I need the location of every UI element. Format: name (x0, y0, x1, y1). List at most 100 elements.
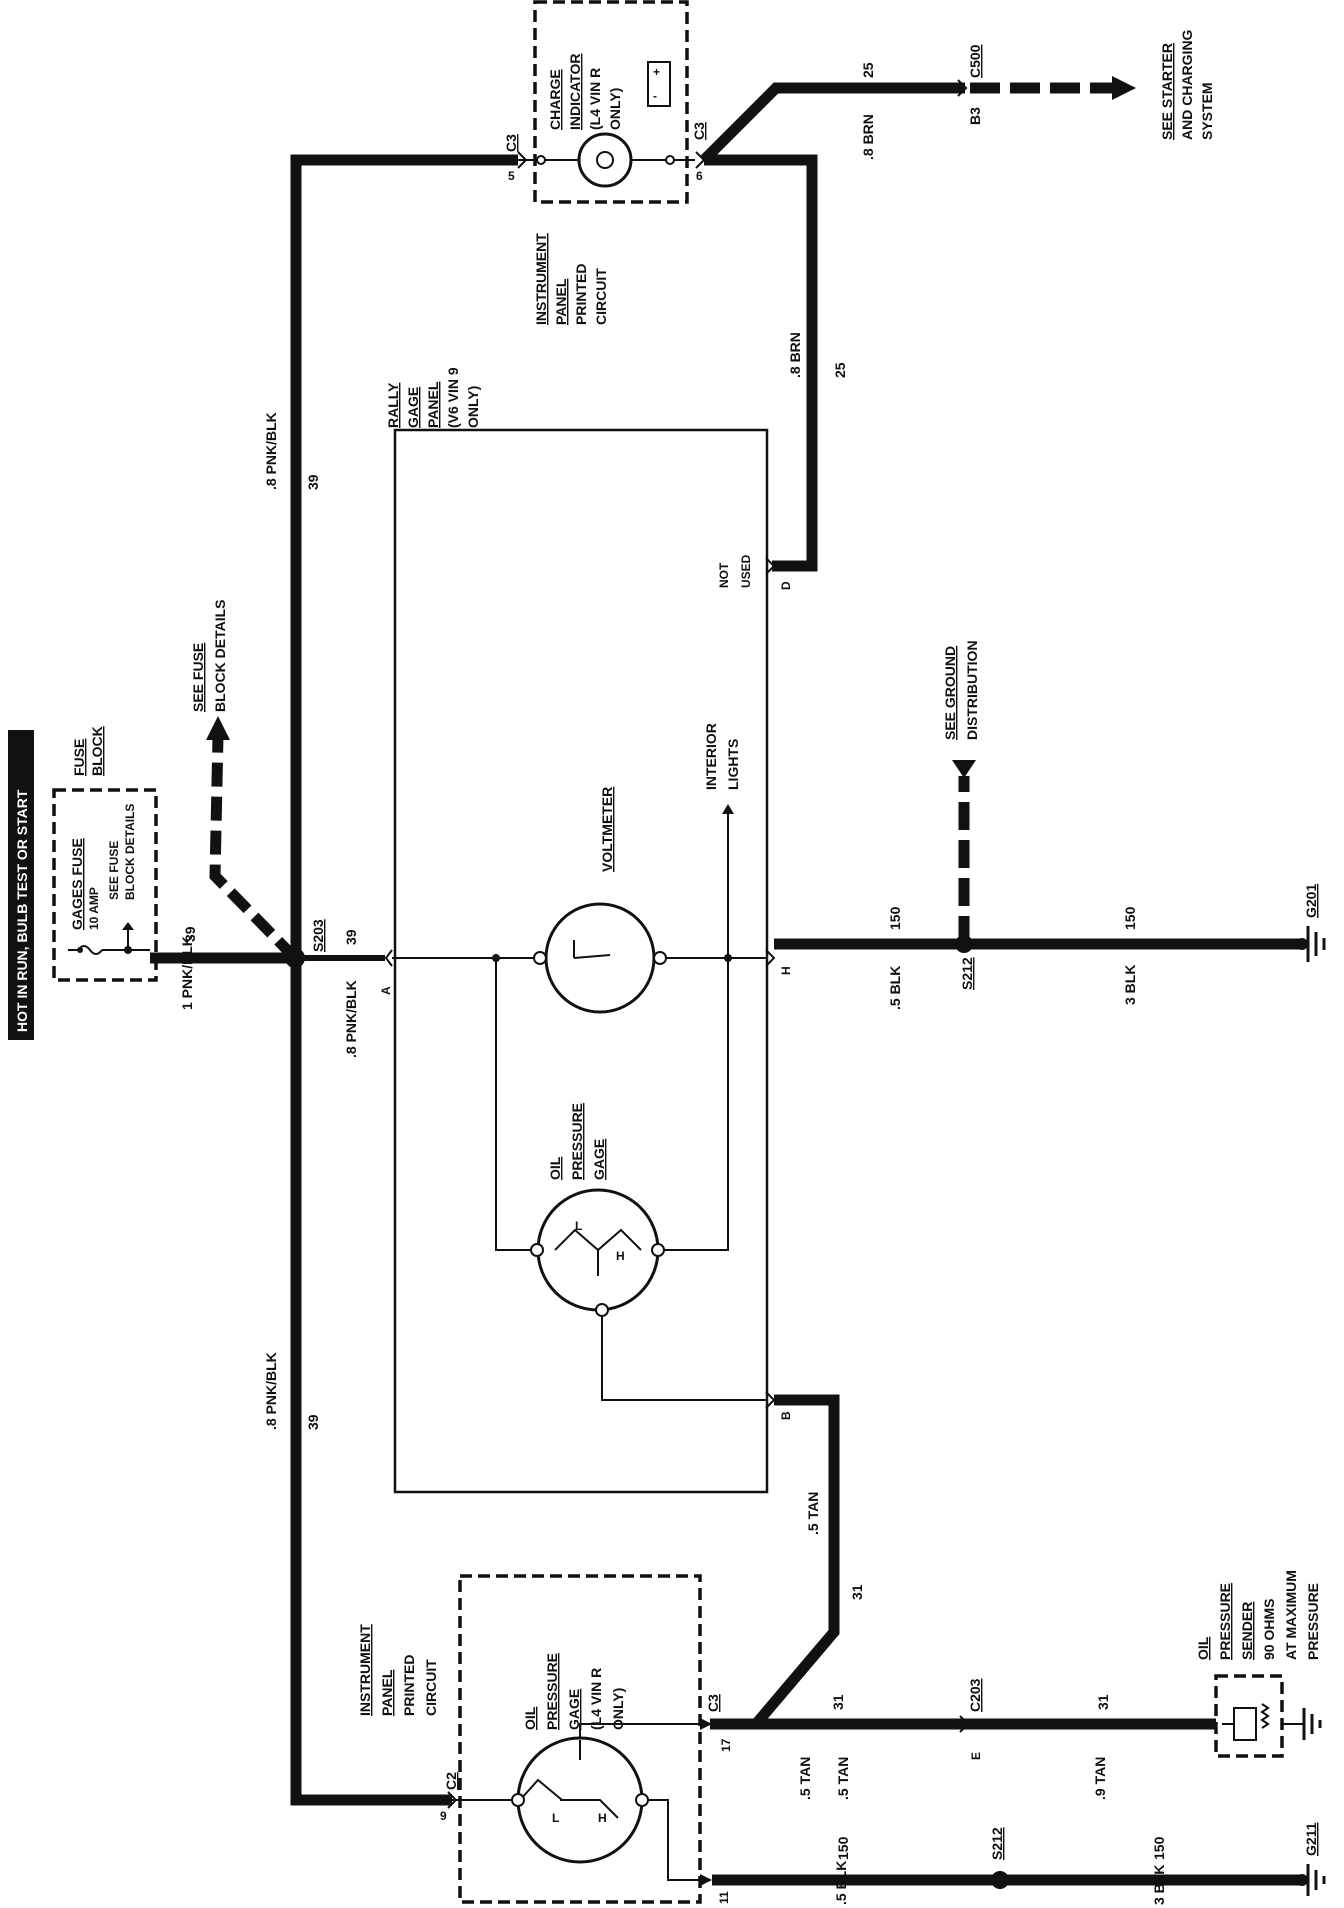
oil-gage-rally-mark-h-text: H (616, 1249, 625, 1263)
ground-g201-name-text: G201 (1303, 884, 1319, 918)
rally-panel-label: RALLY GAGE PANEL (V6 VIN 9 ONLY) (385, 367, 481, 428)
oil-gage-rally-mark-l-text: L (575, 1219, 582, 1233)
fuse-block-ref-line1-text: SEE FUSE (190, 643, 206, 712)
fuse-block-ref-arrow (206, 716, 230, 740)
fuse-block-title-line2-text: BLOCK (89, 726, 105, 776)
oil-gage-rally-line2-text: PRESSURE (569, 1103, 585, 1180)
wires-w7-num-text: 150 (887, 906, 903, 930)
ip-circuit-bottom-line3-text: PRINTED (401, 1655, 417, 1716)
wires-w2-color-text: .8 PNK/BLK (263, 412, 279, 490)
fuse-block-fuse-name-text: GAGES FUSE (69, 838, 85, 930)
svg-text:+: + (653, 65, 660, 79)
wires-w9-num-text: 31 (849, 1584, 865, 1600)
oil-gage-l4-conn-c3-text: C3 (705, 1694, 721, 1712)
wires-w4-num-text: 39 (305, 1414, 321, 1430)
starter-ref-arrow (1112, 76, 1136, 100)
wires-w2-num-text: 39 (305, 474, 321, 490)
fuse-block-note-line2-text: BLOCK DETAILS (123, 804, 137, 900)
wires-w4-color-text: .8 PNK/BLK (263, 1352, 279, 1430)
gages-fuse-label: GAGES FUSE 10 AMP (69, 838, 101, 930)
header-label: HOT IN RUN, BULB TEST OR START (8, 730, 34, 1040)
splices-s212-upper-text: S212 (959, 957, 975, 990)
oil-sender-line2-text: PRESSURE (1217, 1583, 1233, 1660)
oil-pressure-sender-box (1214, 1674, 1284, 1758)
rally-panel-line4-text: (V6 VIN 9 (445, 367, 461, 428)
splices-s212-lower-text: S212 (989, 1827, 1005, 1860)
rally-panel-not-used1-text: NOT (717, 562, 731, 588)
wires-w7-color-text: .5 BLK (887, 966, 903, 1010)
oil-sender-line1-text: OIL (1195, 1636, 1211, 1660)
wires-w5-color-text: .8 BRN (860, 114, 876, 160)
battery-icon: - + (647, 61, 671, 107)
wires-w1-color-text: 1 PNK/BLK (179, 936, 195, 1010)
ip-circuit-bottom-line2-text: PANEL (379, 1669, 395, 1716)
rally-panel-line2-text: GAGE (405, 387, 421, 428)
wire-39-trunk (290, 154, 518, 1806)
wires-w11-color-text: .5 TAN (835, 1757, 851, 1800)
charge-indicator-box (533, 0, 689, 204)
c500-pin-text: B3 (967, 107, 983, 125)
oil-gage-l4-label: OIL PRESSURE GAGE (L4 VIN R ONLY) (522, 1653, 626, 1730)
wires-w6-num-text: 25 (832, 362, 848, 378)
rally-gage-panel (393, 428, 769, 1494)
oil-gage-l4-line1-text: OIL (522, 1706, 538, 1730)
wires-w14-num-text: 150 (1151, 1836, 1167, 1860)
oil-gage-l4-line2-text: PRESSURE (544, 1653, 560, 1730)
fuse-block-box (52, 788, 158, 982)
charge-indicator-pin-right-text: 6 (696, 169, 703, 183)
wires-w3-color-text: .8 PNK/BLK (343, 980, 359, 1058)
rally-panel-line3-text: PANEL (425, 381, 441, 428)
c203-pin-text: E (969, 1752, 983, 1760)
wires-w14-color-text: 3 BLK (1151, 1865, 1167, 1905)
starter-ref-line1-text: SEE STARTER (1159, 43, 1175, 140)
fuse-block-ref-label: SEE FUSE BLOCK DETAILS (190, 599, 228, 712)
wires-w5-num-text: 25 (860, 62, 876, 78)
oil-gage-rally-line1-text: OIL (547, 1156, 563, 1180)
rally-panel-line5-text: ONLY) (465, 386, 481, 428)
rally-panel-line1-text: RALLY (385, 382, 401, 428)
starter-ref-line2-text: AND CHARGING (1179, 29, 1195, 140)
fuse-block-note: SEE FUSE BLOCK DETAILS (107, 804, 137, 900)
oil-gage-l4-pin-9-text: 9 (440, 1809, 447, 1823)
rally-panel-pin-d-text: D (779, 581, 793, 590)
ip-circuit-top-line1-text: INSTRUMENT (533, 233, 549, 325)
fuse-block-ref-line2-text: BLOCK DETAILS (212, 599, 228, 712)
oil-gage-rally-line3-text: GAGE (591, 1139, 607, 1180)
oil-sender-line3-text: SENDER (1239, 1602, 1255, 1660)
wires-w13-num-text: 150 (835, 1836, 851, 1860)
wires-w10-num-text: 31 (830, 1694, 846, 1710)
charge-indicator-conn-right-text: C3 (691, 122, 707, 140)
ip-circuit-top-line2-text: PANEL (553, 278, 569, 325)
starter-ref-label: SEE STARTER AND CHARGING SYSTEM (1159, 29, 1215, 140)
rally-panel-pin-a-text: A (379, 986, 393, 995)
oil-gage-l4-line5-text: ONLY) (610, 1688, 626, 1730)
oil-gage-l4-mark-h-text: H (598, 1811, 607, 1825)
oil-sender-line5-text: AT MAXIMUM (1283, 1570, 1299, 1660)
fuse-block-title: FUSE BLOCK (71, 726, 105, 776)
oil-gage-l4-mark-l-text: L (552, 1811, 559, 1825)
voltmeter-label: VOLTMETER (599, 787, 615, 872)
wires-w3-num-text: 39 (343, 929, 359, 945)
wires-w10-color-text: .5 TAN (797, 1757, 813, 1800)
c203-name-text: C203 (967, 1678, 983, 1712)
rally-panel-not-used2-text: USED (739, 554, 753, 588)
oil-gage-l4-pin-11-text: 11 (717, 1891, 731, 1904)
ip-circuit-bottom-label: INSTRUMENT PANEL PRINTED CIRCUIT (357, 1624, 439, 1716)
rally-panel-pin-h-text: H (779, 966, 793, 975)
charge-bulb-icon (577, 132, 633, 188)
ground-g211 (1296, 1864, 1326, 1896)
charge-indicator-line4-text: ONLY) (607, 88, 623, 130)
wires-w8-num-text: 150 (1122, 906, 1138, 930)
connector-c203 (959, 1715, 970, 1733)
charge-indicator-line2-text: INDICATOR (567, 54, 583, 130)
oil-gage-rally-label: OIL PRESSURE GAGE (547, 1103, 607, 1180)
sender-resistor-icon (1260, 1703, 1270, 1729)
wires-w1-num-text: 39 (182, 926, 198, 942)
oil-gage-l4-conn-c2-text: C2 (443, 1772, 459, 1790)
connector-c500 (957, 79, 968, 97)
interior-lights-label: INTERIOR LIGHTS (703, 723, 741, 790)
rally-panel-pin-b-text: B (779, 1411, 793, 1420)
charge-indicator-label: CHARGE INDICATOR (L4 VIN R ONLY) (547, 54, 623, 130)
ip-circuit-bottom-line4-text: CIRCUIT (423, 1659, 439, 1716)
